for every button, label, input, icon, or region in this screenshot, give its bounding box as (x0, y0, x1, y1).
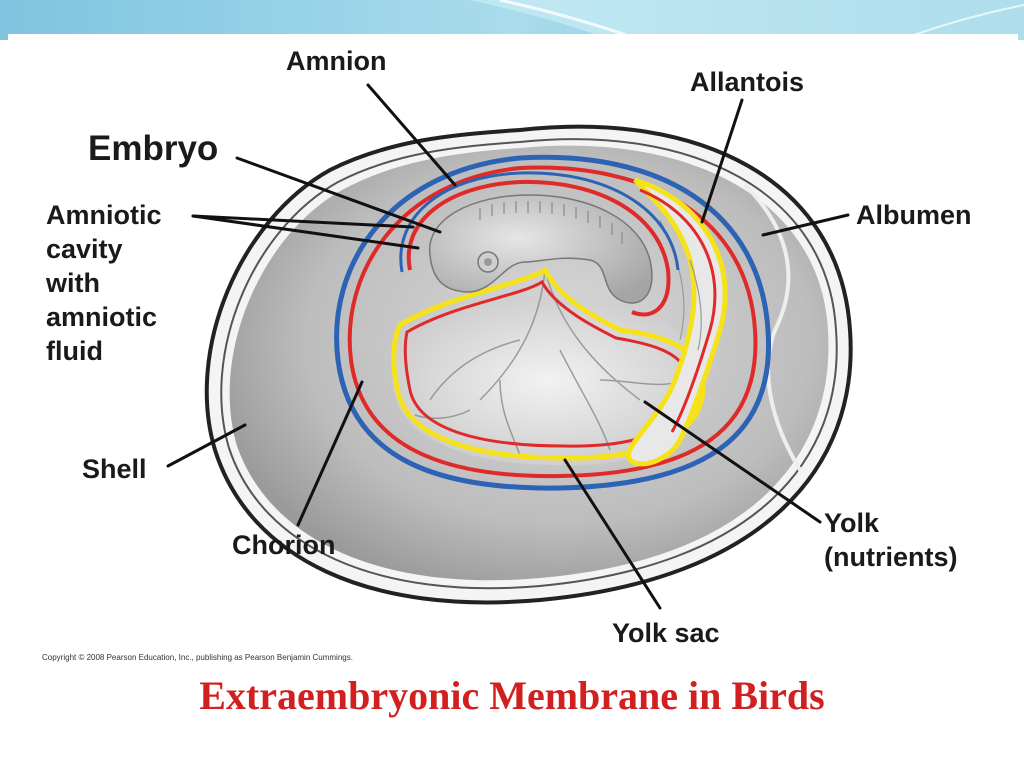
header-band (0, 0, 1024, 40)
slide-title: Extraembryonic Membrane in Birds (199, 673, 825, 718)
label-amniotic-cavity-line-3: with (45, 268, 100, 298)
label-yolk-line-2: (nutrients) (824, 542, 957, 572)
label-albumen: Albumen (856, 200, 972, 230)
amnion-outer (347, 165, 758, 479)
chorion (334, 154, 772, 491)
label-amniotic-cavity-line-1: Amniotic (46, 200, 162, 230)
leader-yolk (643, 400, 822, 524)
leader-embryo (235, 156, 442, 234)
label-embryo: Embryo (88, 129, 218, 168)
embryo (399, 171, 680, 317)
leader-yolk-sac (563, 458, 662, 610)
label-yolk-line-1: Yolk (824, 508, 880, 538)
label-yolk-sac: Yolk sac (612, 618, 720, 648)
leader-chorion (296, 380, 364, 527)
label-amniotic-cavity-line-5: fluid (46, 336, 103, 366)
leader-allantois (700, 98, 744, 224)
allantois (625, 177, 728, 467)
labels: Amnion Allantois Embryo Amniotic cavity … (42, 46, 972, 662)
copyright-note: Copyright © 2008 Pearson Education, Inc.… (42, 653, 353, 662)
leader-amniotic-cavity-2 (191, 214, 420, 250)
leader-albumen (761, 213, 850, 237)
label-amnion: Amnion (286, 46, 387, 76)
label-chorion: Chorion (232, 530, 335, 560)
leader-amniotic-cavity-1 (191, 214, 415, 229)
leader-shell (166, 423, 247, 468)
label-shell: Shell (82, 454, 147, 484)
label-allantois: Allantois (690, 67, 804, 97)
leader-amnion (366, 83, 457, 187)
label-amniotic-cavity-line-2: cavity (46, 234, 123, 264)
leader-lines (166, 83, 850, 610)
label-amniotic-cavity-line-4: amniotic (46, 302, 157, 332)
